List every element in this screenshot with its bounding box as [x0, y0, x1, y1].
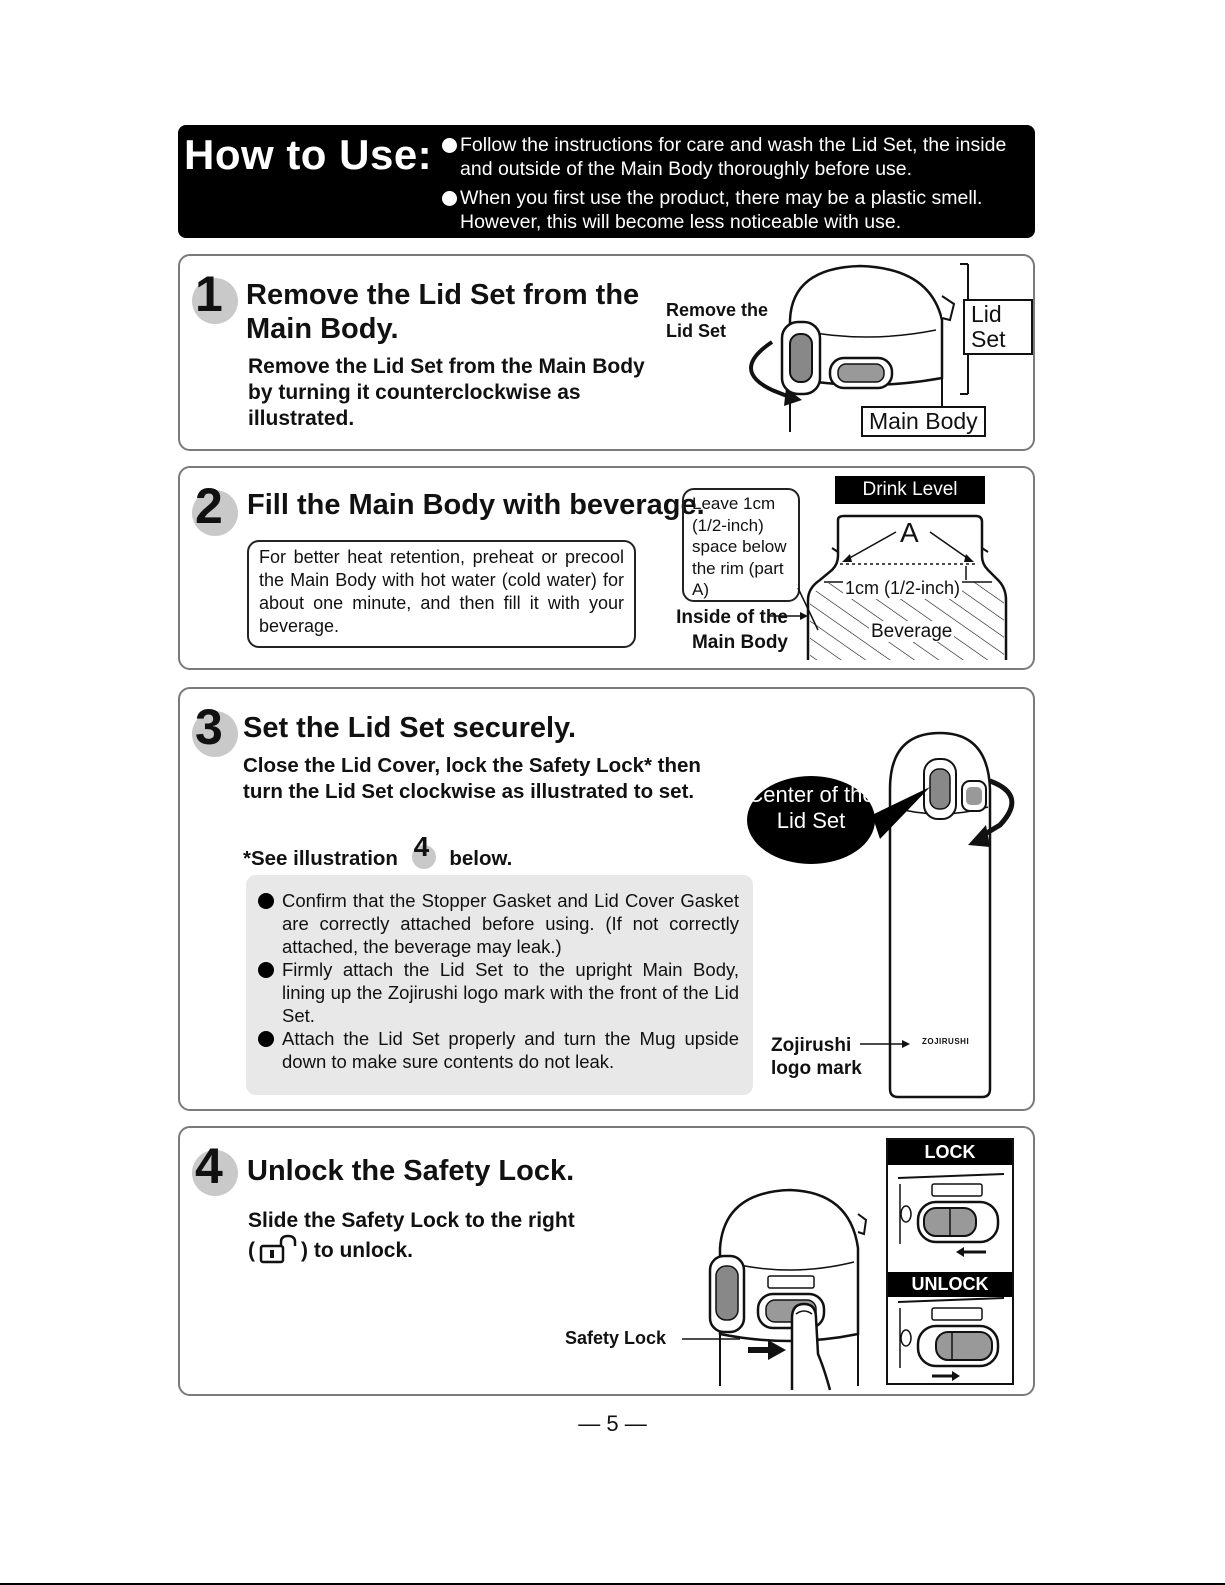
- precaution-item: Attach the Lid Set properly and turn the…: [258, 1027, 739, 1073]
- step-number: 1: [195, 266, 223, 322]
- step-number-badge: 1: [190, 266, 238, 324]
- unlock-state-icon: [897, 1297, 1005, 1381]
- banner-bullet: Follow the instructions for care and was…: [440, 133, 1040, 181]
- preheat-note: For better heat retention, preheat or pr…: [247, 540, 636, 648]
- step-number-badge: 4: [190, 1138, 238, 1196]
- step-1-section: 1 Remove the Lid Set from the Main Body.…: [178, 254, 1035, 451]
- part-a-label: A: [900, 517, 919, 548]
- step-heading: Set the Lid Set securely.: [243, 712, 577, 744]
- banner-title: How to Use:: [184, 131, 433, 178]
- precaution-item: Firmly attach the Lid Set to the upright…: [258, 958, 739, 1027]
- step-number-badge: 2: [190, 478, 238, 536]
- lock-state-icon: [897, 1173, 1005, 1257]
- step-heading: Remove the Lid Set from the Main Body.: [246, 279, 640, 345]
- step-3-section: 3 Set the Lid Set securely. Close the Li…: [178, 687, 1035, 1111]
- step-heading: Fill the Main Body with beverage.: [247, 489, 705, 521]
- paren-open: (: [248, 1239, 255, 1262]
- precautions-box: Confirm that the Stopper Gasket and Lid …: [246, 875, 753, 1095]
- page-number: — 5 —: [578, 1411, 647, 1436]
- space-callout: Leave 1cm (1/2-inch) space below the rim…: [682, 488, 800, 602]
- precaution-text: Confirm that the Stopper Gasket and Lid …: [282, 890, 739, 957]
- safety-lock-label: Safety Lock: [565, 1328, 667, 1348]
- bullet-dot: [258, 893, 274, 909]
- step-text: Remove the Lid Set from the Main Body by…: [248, 355, 645, 430]
- banner-bullet: When you first use the product, there ma…: [440, 186, 1040, 234]
- lock-label: LOCK: [888, 1140, 1012, 1165]
- mug-illustration: [860, 731, 1015, 1099]
- precaution-item: Confirm that the Stopper Gasket and Lid …: [258, 889, 739, 958]
- step-ref-number: 4: [413, 831, 430, 862]
- zojirushi-logo: ZOJIRUSHI: [922, 1037, 970, 1046]
- step-text-line2: ( ) to unlock.: [248, 1235, 413, 1264]
- precaution-text: Firmly attach the Lid Set to the upright…: [282, 959, 739, 1026]
- step-text-line1: Slide the Safety Lock to the right: [248, 1209, 575, 1232]
- unlock-icon: [255, 1235, 301, 1264]
- step-heading: Unlock the Safety Lock.: [247, 1155, 575, 1187]
- how-to-use-banner: How to Use: Follow the instructions for …: [178, 125, 1035, 238]
- bullet-dot: [442, 138, 457, 153]
- see-prefix: *See illustration: [243, 847, 398, 870]
- see-illustration-note: *See illustration 4 below.: [243, 833, 513, 872]
- remove-lid-label: Remove the Lid Set: [666, 300, 769, 341]
- lid-set-label: Lid Set: [963, 299, 1033, 355]
- step-4-section: 4 Unlock the Safety Lock. Slide the Safe…: [178, 1126, 1035, 1396]
- lock-unlock-panel: LOCK UNLOCK: [886, 1138, 1014, 1385]
- step-text: Close the Lid Cover, lock the Safety Loc…: [243, 754, 701, 803]
- step-number: 2: [195, 478, 223, 534]
- bottom-rule: [0, 1583, 1225, 1585]
- lid-center-oval: Center of the Lid Set: [747, 776, 875, 864]
- drink-level-label: Drink Level: [835, 476, 985, 504]
- bullet-dot: [258, 962, 274, 978]
- beverage-label: Beverage: [869, 621, 955, 642]
- unlock-label: UNLOCK: [888, 1272, 1012, 1297]
- step-2-section: 2 Fill the Main Body with beverage. For …: [178, 466, 1035, 670]
- bullet-dot: [258, 1031, 274, 1047]
- main-body-label: Main Body: [861, 406, 986, 437]
- step-number: 3: [195, 699, 223, 755]
- logo-mark-label: Zojirushi logo mark: [771, 1035, 862, 1079]
- step-text-suffix: ) to unlock.: [301, 1239, 413, 1262]
- banner-bullet-text: When you first use the product, there ma…: [460, 187, 983, 233]
- bullet-dot: [442, 191, 457, 206]
- lid-removal-illustration: [749, 263, 982, 432]
- inside-main-body-label: Inside of the Main Body: [676, 607, 788, 653]
- safety-lock-illustration: [682, 1188, 868, 1391]
- step-number: 4: [195, 1138, 223, 1194]
- precaution-text: Attach the Lid Set properly and turn the…: [282, 1028, 739, 1072]
- see-suffix: below.: [449, 847, 513, 870]
- step-ref-badge: 4: [410, 833, 438, 869]
- step-number-badge: 3: [190, 699, 238, 757]
- gap-label: 1cm (1/2-inch): [843, 578, 963, 599]
- banner-bullet-text: Follow the instructions for care and was…: [460, 134, 1007, 180]
